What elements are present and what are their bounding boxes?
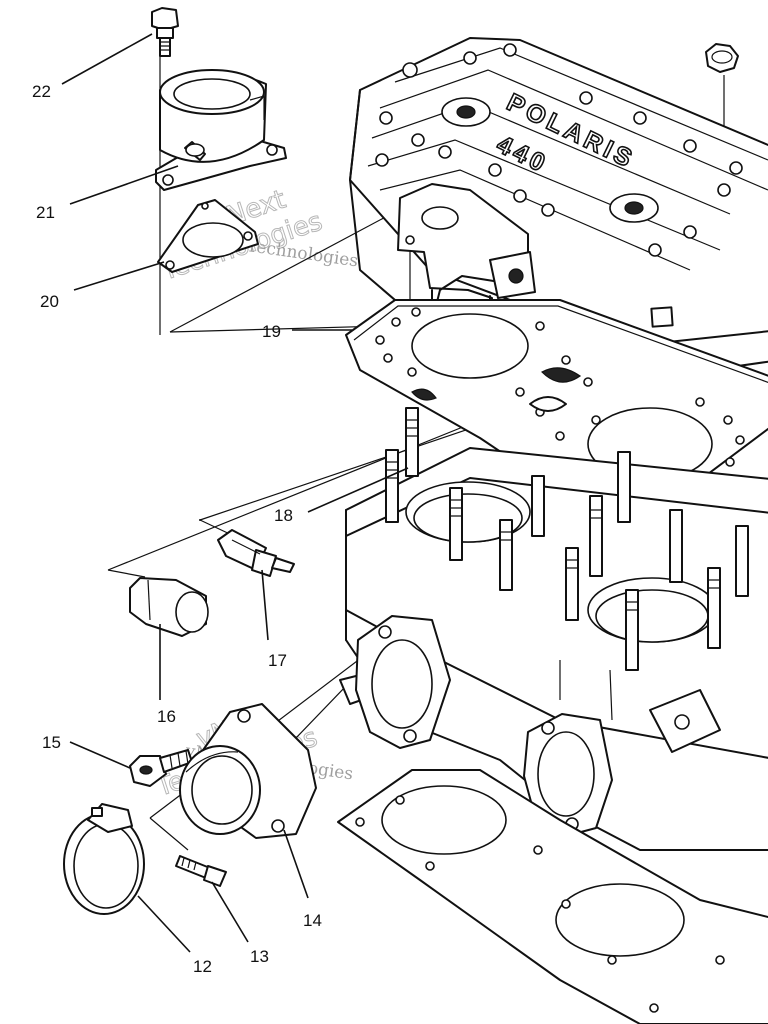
top-right-nut [705, 43, 739, 73]
callout-18: 18 [274, 506, 293, 525]
part-17-temp-sensor [217, 529, 295, 577]
part-13-screw [175, 855, 227, 887]
part-16-plug [129, 577, 209, 637]
callout-labels: 22 21 20 19 18 17 16 15 14 13 12 [32, 82, 322, 976]
callout-17: 17 [268, 651, 287, 670]
leader-lines [61, 33, 409, 953]
part-22-bolt [151, 7, 179, 57]
callout-16: 16 [157, 707, 176, 726]
callout-21: 21 [36, 203, 55, 222]
callout-14: 14 [303, 911, 322, 930]
part-15-screw [129, 749, 193, 787]
cylinder-studs [385, 407, 749, 671]
exhaust-port-flanges [355, 615, 613, 837]
callout-19: 19 [262, 322, 281, 341]
callout-15: 15 [42, 733, 61, 752]
callout-12: 12 [193, 957, 212, 976]
part-14-intake-adapter [179, 703, 317, 839]
cylinder-head-cover: POLARIS 440 [349, 37, 768, 381]
callout-13: 13 [250, 947, 269, 966]
callout-22: 22 [32, 82, 51, 101]
part-21-housing [155, 69, 287, 191]
water-outlet-elbow [397, 183, 536, 349]
part-12-clamp [63, 803, 145, 915]
base-gasket [337, 769, 768, 1024]
part-20-gasket [157, 199, 259, 273]
callout-20: 20 [40, 292, 59, 311]
cylinder-block [339, 407, 768, 851]
